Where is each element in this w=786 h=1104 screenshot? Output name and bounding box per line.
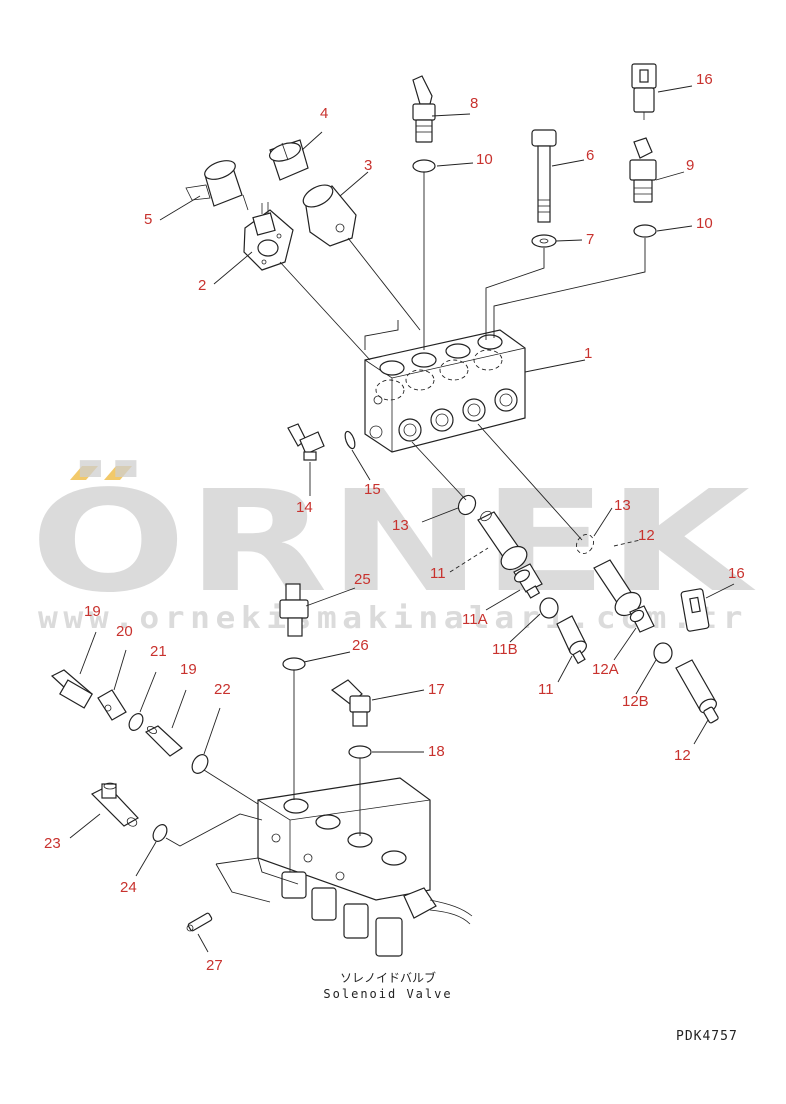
callout-5: 5 [144, 211, 152, 228]
callout-10: 10 [696, 215, 713, 232]
part-23-tee [90, 782, 139, 827]
callout-16: 16 [696, 71, 713, 88]
callout-12: 12 [674, 747, 691, 764]
part-17-elbow [330, 679, 371, 727]
part-8-fitting [412, 75, 436, 143]
part-1-valve-block [364, 329, 526, 453]
assembly-lines [165, 172, 646, 903]
part-18-oring [348, 745, 372, 759]
part-12A-spool [629, 605, 655, 633]
drawing-code: PDK4757 [676, 1029, 738, 1044]
part-5-clip [185, 160, 249, 211]
solenoid-valve-assembly [257, 777, 473, 957]
part-6-bolt [531, 129, 557, 223]
callout-19: 19 [180, 661, 197, 678]
callout-labels: 1 2 3 4 5 6 7 8 9 10 10 11 11A 11B 11 12… [44, 71, 745, 974]
part-15-oring [344, 430, 356, 450]
callout-11: 11 [538, 681, 554, 698]
callout-8: 8 [470, 95, 478, 112]
part-26-oring [282, 657, 306, 671]
callout-2: 2 [198, 277, 206, 294]
caption-japanese: ソレノイドバルブ [340, 970, 436, 985]
part-12-cartridge [675, 659, 719, 724]
callout-11A: 11A [462, 611, 488, 628]
part-19-adapter [50, 669, 93, 709]
part-27-bleed-screw [186, 912, 213, 932]
callout-16: 16 [728, 565, 745, 582]
callout-20: 20 [116, 623, 133, 640]
callout-10: 10 [476, 151, 493, 168]
part-7-washer [531, 234, 557, 248]
part-12B-oring [653, 642, 673, 664]
callout-19: 19 [84, 603, 101, 620]
part-16-connector [680, 588, 710, 632]
part-10-oring [412, 159, 436, 173]
part-9-sensor [629, 137, 657, 203]
part-24-oring [152, 824, 168, 842]
callout-7: 7 [586, 231, 594, 248]
part-11-cartridge [477, 510, 528, 571]
callout-1: 1 [584, 345, 592, 362]
callout-18: 18 [428, 743, 445, 760]
callout-13: 13 [614, 497, 631, 514]
callout-27: 27 [206, 957, 223, 974]
callout-25: 25 [354, 571, 371, 588]
callout-4: 4 [320, 105, 328, 122]
part-3-solenoid [302, 184, 357, 247]
part-16-connector [631, 63, 657, 120]
part-2-coil [243, 202, 294, 271]
callout-9: 9 [686, 157, 694, 174]
callout-3: 3 [364, 157, 372, 174]
callout-17: 17 [428, 681, 445, 698]
part-13-oring [576, 534, 594, 554]
callout-11: 11 [430, 565, 446, 582]
callout-11B: 11B [492, 641, 518, 658]
part-11A-spool [513, 563, 543, 599]
callout-leaders [69, 85, 735, 953]
part-20-union [97, 689, 127, 721]
part-22-oring [191, 754, 209, 774]
part-11B-oring [539, 597, 559, 619]
callout-24: 24 [120, 879, 137, 896]
part-14-elbow [287, 423, 325, 461]
part-11-cartridge [556, 615, 587, 665]
callout-6: 6 [586, 147, 594, 164]
callout-15: 15 [364, 481, 381, 498]
callout-12A: 12A [592, 661, 619, 678]
callout-12: 12 [638, 527, 655, 544]
callout-14: 14 [296, 499, 313, 516]
part-13-oring [457, 494, 477, 516]
part-19-adapter [144, 725, 183, 757]
callout-12B: 12B [622, 693, 649, 710]
watermark-accent-mark [70, 466, 98, 480]
part-21-oring [128, 713, 144, 731]
callout-13: 13 [392, 517, 409, 534]
watermark-accent-mark [104, 466, 132, 480]
part-4-sleeve [268, 139, 309, 181]
caption-english: Solenoid Valve [323, 987, 452, 1001]
callout-26: 26 [352, 637, 369, 654]
part-10-oring [633, 224, 657, 238]
callout-23: 23 [44, 835, 61, 852]
callout-22: 22 [214, 681, 231, 698]
watermark: ÖRNEK www.ornekismakinalari.com.tr [30, 459, 756, 636]
callout-21: 21 [150, 643, 167, 660]
part-25-fitting [279, 583, 309, 637]
